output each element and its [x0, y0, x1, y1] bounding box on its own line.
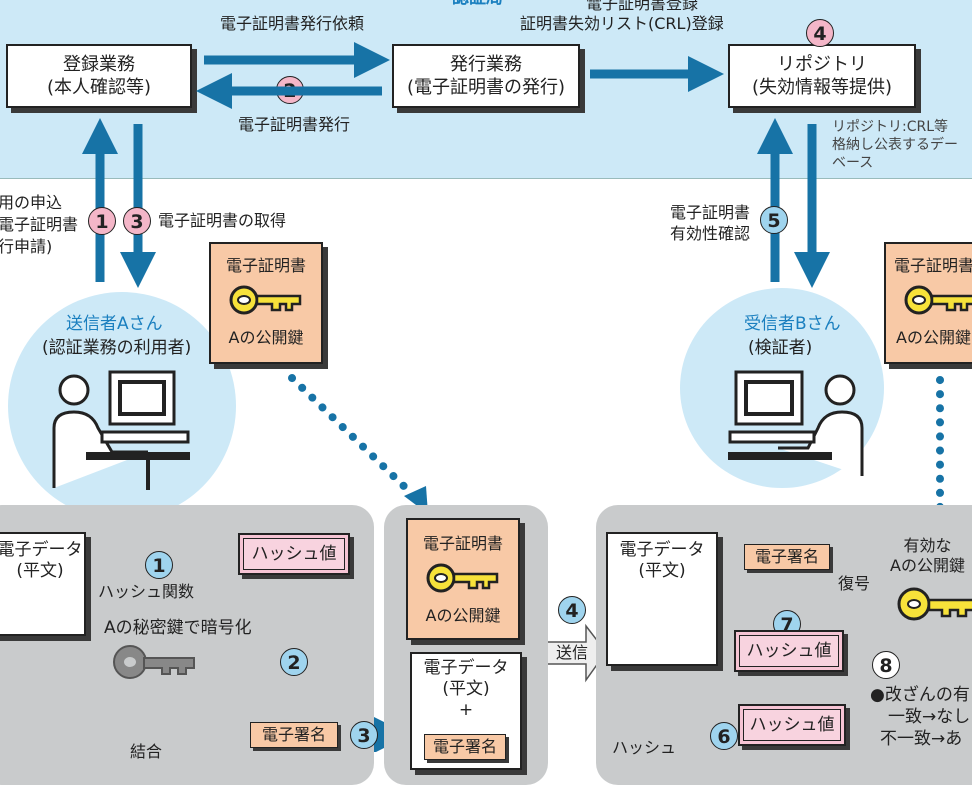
bm-cert: 電子証明書 Aの公開鍵 [406, 518, 520, 640]
dotted-cert-send [288, 374, 416, 498]
cert-right-title: 電子証明書 [894, 256, 972, 275]
cert-sender: 電子証明書 Aの公開鍵 [209, 242, 323, 364]
private-key-icon [113, 645, 195, 679]
ca-title-partial: 認証局 [452, 0, 503, 8]
issuance-title: 発行業務 [450, 54, 522, 75]
br-signature: 電子署名 [744, 544, 830, 570]
bl-step-1: 1 [145, 551, 173, 579]
br-data-box: 電子データ (平文) [606, 532, 718, 666]
br-hash-1: ハッシュ値 [734, 630, 844, 672]
ca-step-4: 4 [806, 19, 834, 47]
acquire-label: 電子証明書の取得 [158, 211, 287, 230]
bl-encrypt: Aの秘密鍵で暗号化 [104, 618, 252, 638]
registration-title: 登録業務 [63, 54, 135, 75]
br-hash-2: ハッシュ値 [738, 704, 846, 746]
br-result: ●改ざんの有 一致→なし 不一致→あ [870, 685, 971, 749]
bl-combine: 結合 [130, 742, 163, 761]
label-cert-reg: 電子証明書登録 [586, 0, 699, 13]
bl-hash-func: ハッシュ関数 [98, 582, 195, 601]
right-step-5: 5 [760, 206, 788, 234]
validity-label: 電子証明書 有効性確認 [669, 203, 750, 243]
repository-box: リポジトリ (失効情報等提供) [728, 44, 916, 108]
issuance-box: 発行業務 (電子証明書の発行) [392, 44, 580, 108]
key-icon-mid [426, 563, 499, 593]
bl-step-3: 3 [350, 721, 378, 749]
sender-role: (認証業務の利用者) [42, 338, 192, 358]
cert-right-key: Aの公開鍵 [896, 328, 971, 347]
bm-signature: 電子署名 [424, 734, 506, 760]
key-icon-right [904, 285, 972, 315]
registration-box: 登録業務 (本人確認等) [6, 44, 192, 108]
bm-cert-key: Aの公開鍵 [425, 606, 501, 625]
apply-label: 用の申込 電子証明書 行申請) [0, 193, 79, 256]
receiver-person-computer-icon [728, 370, 864, 476]
receiver-role: (検証者) [748, 338, 813, 358]
br-hash-label: ハッシュ [612, 738, 677, 757]
br-step-6: 6 [710, 722, 738, 750]
bm-send: 送信 [556, 643, 589, 662]
issuance-subtitle: (電子証明書の発行) [406, 77, 566, 98]
bl-step-2: 2 [280, 648, 308, 676]
cert-right: 電子証明書 Aの公開鍵 [884, 242, 972, 364]
repo-note: リポジトリ:CRL等 格納し公表するデー ベース [832, 119, 958, 171]
bm-step-4: 4 [558, 596, 586, 624]
registration-subtitle: (本人確認等) [46, 77, 152, 98]
cert-sender-key: Aの公開鍵 [228, 328, 304, 347]
left-step-3: 3 [123, 207, 151, 235]
sender-name: 送信者Aさん [66, 314, 163, 334]
br-decrypt: 復号 [838, 574, 871, 593]
bl-signature: 電子署名 [250, 722, 338, 748]
bl-data-box: 電子データ (平文) [0, 532, 86, 636]
cert-sender-title: 電子証明書 [225, 256, 306, 275]
sender-person-computer-icon [52, 370, 190, 490]
receiver-name: 受信者Bさん [744, 314, 841, 334]
bm-cert-title: 電子証明書 [422, 534, 503, 553]
key-icon [229, 285, 302, 315]
bl-hash-value: ハッシュ値 [238, 533, 350, 575]
label-request: 電子証明書発行依頼 [220, 14, 365, 33]
label-cert-issue: 電子証明書発行 [238, 115, 351, 134]
label-crl-reg: 証明書失効リスト(CRL)登録 [520, 14, 724, 33]
left-step-1: 1 [88, 207, 116, 235]
public-key-icon [897, 587, 972, 621]
br-valid-key: 有効な Aの公開鍵 [890, 536, 965, 575]
br-step-8: 8 [872, 651, 900, 679]
repository-subtitle: (失効情報等提供) [751, 77, 893, 98]
repository-title: リポジトリ [777, 54, 867, 75]
